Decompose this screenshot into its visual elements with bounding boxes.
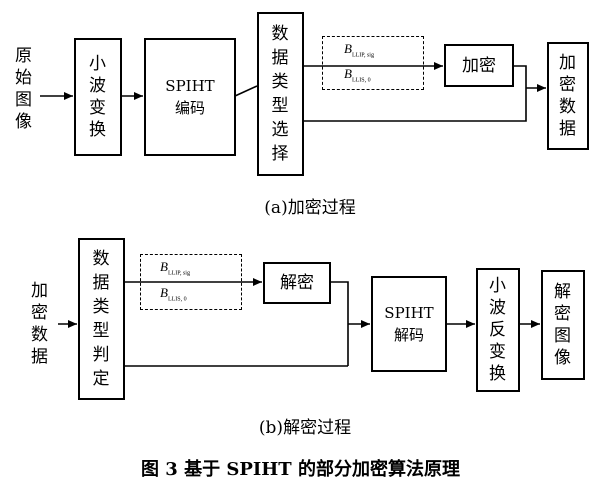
encrypted-data-box <box>547 42 589 150</box>
data-type-judge-box <box>78 238 125 400</box>
figure-title: 图 3 基于 SPIHT 的部分加密算法原理 <box>141 459 460 480</box>
decrypt-box <box>263 262 331 304</box>
top-b-llip-sig: BLLIP, sig <box>344 41 374 59</box>
spiht-decode-label: SPIHT 解码 <box>384 304 434 344</box>
decrypted-image-label: 解密图像 <box>554 282 571 368</box>
spiht-encode-box <box>144 38 236 156</box>
bottom-b-llis-0: BLLIS, 0 <box>160 285 187 303</box>
top-b-llis-0: BLLIS, 0 <box>344 66 371 84</box>
decrypted-image-box <box>541 270 585 380</box>
top-input-label: 原始图像 <box>15 46 32 132</box>
caption-decryption: (b)解密过程 <box>258 418 352 438</box>
inverse-wavelet-box <box>476 268 520 392</box>
spiht-decode-box <box>371 276 447 372</box>
line-encrypt-down <box>513 65 527 88</box>
data-type-judge-label: 数据类型判定 <box>92 249 110 389</box>
wavelet-transform-box <box>74 38 122 156</box>
bottom-b-llip-sig: BLLIP, sig <box>160 259 190 277</box>
wavelet-transform-label: 小波变换 <box>89 54 106 140</box>
bottom-input-label: 加密数据 <box>31 281 48 367</box>
line-decrypt-down <box>330 281 349 366</box>
encrypted-data-label: 加密数据 <box>559 53 576 139</box>
spiht-encode-label: SPIHT 编码 <box>165 77 215 117</box>
caption-encryption: (a)加密过程 <box>264 198 356 218</box>
encrypt-box <box>444 44 514 87</box>
top-selected-bits-box <box>322 36 424 90</box>
line-spiht-to-select <box>234 85 258 97</box>
data-type-select-label: 数据类型选择 <box>271 24 289 164</box>
decrypt-label: 解密 <box>280 273 314 293</box>
line-bypass <box>303 88 527 122</box>
encrypt-label: 加密 <box>462 55 496 76</box>
data-type-select-box <box>257 12 304 176</box>
bottom-selected-bits-box <box>140 254 242 310</box>
inverse-wavelet-label: 小波反变换 <box>489 276 506 384</box>
